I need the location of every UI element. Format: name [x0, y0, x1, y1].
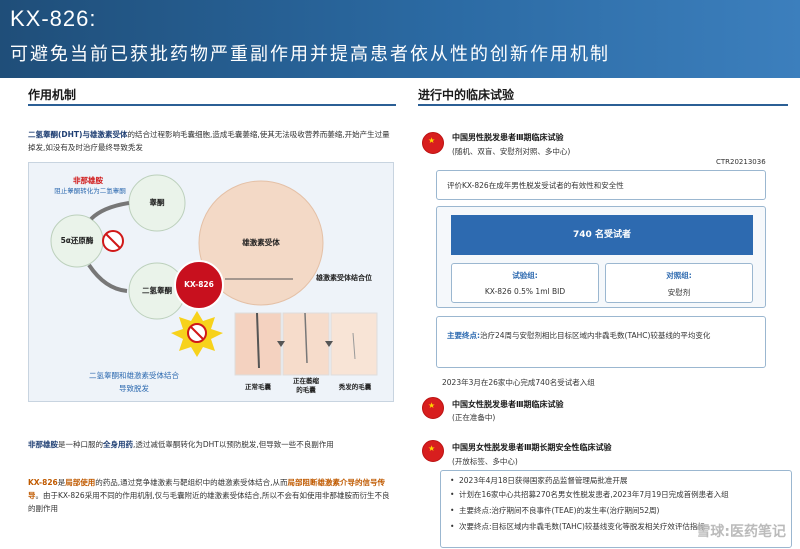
follicle-shrinking-label: 正在萎缩 的毛囊 — [293, 377, 319, 394]
trial1-code: CTR20213036 — [716, 158, 766, 166]
trial2-sub: (正在准备中) — [452, 413, 496, 422]
intro-rest: 的结合过程影响毛囊细胞,造成毛囊萎缩,使其无法吸收营养而萎缩,开始产生过量掉发,… — [28, 130, 390, 152]
kx826-note-text: KX-826是局部使用的药品,通过竞争雄激素与靶组织中的雄激素受体结合,从而局部… — [28, 478, 390, 513]
trial1-patients: 740 名受试者 — [451, 215, 753, 255]
trial1-status: 2023年3月在26家中心完成740名受试者入组 — [442, 378, 595, 387]
arrow-enzyme-dht — [87, 263, 128, 293]
kx826-label: KX-826 — [184, 280, 214, 289]
follicle-bald — [330, 312, 378, 376]
receptor-circle — [198, 180, 324, 306]
mechanism-section-title: 作用机制 — [28, 88, 77, 102]
dht-label: 二氢睾酮 — [142, 286, 172, 295]
finasteride-label: 非那雄胺 — [73, 176, 103, 185]
diagram-svg — [50, 174, 378, 376]
testosterone-label: 睾酮 — [149, 198, 165, 207]
finasteride-note: 阻止睾酮转化为二氢睾酮 — [54, 187, 126, 195]
kx826-circle — [174, 260, 224, 310]
trial3-details-card: 2023年4月18日获得国家药品监督管理局批准开展 计划在16家中心共招募270… — [440, 470, 792, 548]
trial1-objective-card: 评价KX-826在成年男性脱发受试者的有效性和安全性 — [436, 170, 766, 200]
trial3-sub: (开放标签、多中心) — [452, 457, 518, 466]
china-flag-icon: ★ — [422, 132, 444, 154]
mechanism-divider — [28, 104, 396, 106]
intro-bold: 二氢睾酮(DHT)与雄激素受体 — [28, 130, 128, 139]
binding-site-label: 雄激素受体结合位 — [316, 274, 372, 282]
trial1-design-card: 740 名受试者 试验组: KX-826 0.5% 1ml BID 对照组: 安… — [436, 206, 766, 308]
trial3-bullet: 主要终点:治疗期间不良事件(TEAE)的发生率(治疗期间52周) — [450, 505, 789, 517]
trials-divider — [418, 104, 788, 106]
control-group-box: 对照组: 安慰剂 — [605, 263, 753, 303]
trial1-objective: 评价KX-826在成年男性脱发受试者的有效性和安全性 — [447, 181, 624, 190]
trial-group-box: 试验组: KX-826 0.5% 1ml BID — [451, 263, 599, 303]
trials-section-title: 进行中的临床试验 — [418, 88, 515, 102]
arrow-testo-enzyme — [89, 201, 130, 221]
page-title: KX-826: — [10, 6, 97, 31]
trial3-bullet: 2023年4月18日获得国家药品监督管理局批准开展 — [450, 475, 789, 487]
trial1-endpoint-card: 主要终点:治疗24周与安慰剂相比目标区域内非毳毛数(TAHC)较基线的平均变化 — [436, 316, 766, 368]
trial3-bullet: 次要终点:目标区域内非毳毛数(TAHC)较基线变化等脱发相关疗效评估指标 — [450, 521, 789, 533]
trial1-title: 中国男性脱发患者Ⅲ期临床试验 — [452, 133, 564, 142]
china-flag-icon: ★ — [422, 440, 444, 462]
trial3-title: 中国男女性脱发患者Ⅲ期长期安全性临床试验 — [452, 443, 612, 452]
follicle-bald-label: 秃发的毛囊 — [338, 383, 372, 391]
header-banner: KX-826: 可避免当前已获批药物严重副作用并提高患者依从性的创新作用机制 — [0, 0, 800, 78]
mechanism-diagram: 非那雄胺 阻止睾酮转化为二氢睾酮 5α还原酶 睾酮 二氢睾酮 雄激素受体 KX-… — [28, 162, 394, 402]
page-subtitle: 可避免当前已获批药物严重副作用并提高患者依从性的创新作用机制 — [10, 44, 610, 65]
trial2-title: 中国女性脱发患者Ⅲ期临床试验 — [452, 400, 564, 409]
china-flag-icon: ★ — [422, 397, 444, 419]
receptor-label: 雄激素受体 — [242, 238, 280, 247]
enzyme-label: 5α还原酶 — [60, 236, 94, 245]
dht-note: 二氢睾酮和雄激素受体结合 导致脱发 — [89, 371, 179, 393]
watermark: 雪球:医药笔记 — [696, 524, 786, 540]
follicle-normal-label: 正常毛囊 — [245, 383, 271, 391]
mechanism-intro: 二氢睾酮(DHT)与雄激素受体的结合过程影响毛囊细胞,造成毛囊萎缩,使其无法吸收… — [28, 128, 396, 154]
trial1-endpoint: 主要终点:治疗24周与安慰剂相比目标区域内非毳毛数(TAHC)较基线的平均变化 — [447, 331, 711, 340]
finasteride-note-text: 非那雄胺是一种口服的全身用药,透过减低睾酮转化为DHT以预防脱发,但导致一些不良… — [28, 440, 334, 449]
trial1-sub: (随机、双盲、安慰剂对照、多中心) — [452, 147, 571, 156]
trial3-bullet: 计划在16家中心共招募270名男女性脱发患者,2023年7月19日完成首例患者入… — [450, 489, 789, 501]
